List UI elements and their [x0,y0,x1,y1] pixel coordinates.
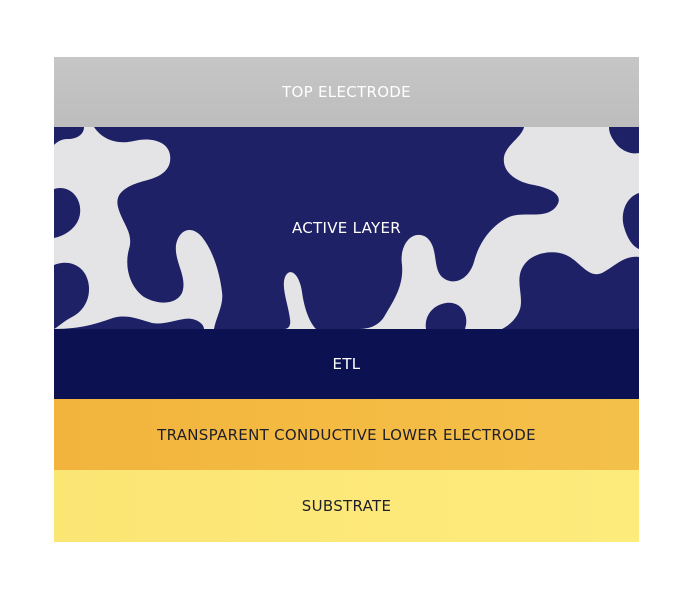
top-electrode-label: TOP ELECTRODE [282,83,411,101]
tcle-label: TRANSPARENT CONDUCTIVE LOWER ELECTRODE [157,425,536,444]
layer-stack-diagram: TOP ELECTRODE [54,57,639,542]
etl-label: ETL [332,355,361,373]
phase-separation-pattern [54,127,639,329]
etl-layer: ETL [54,329,639,399]
substrate-label: SUBSTRATE [301,497,392,515]
top-electrode-layer: TOP ELECTRODE [54,57,639,127]
active-layer: ACTIVE LAYER [54,127,639,329]
active-layer-label: ACTIVE LAYER [291,219,402,237]
transparent-conductive-lower-electrode-layer: TRANSPARENT CONDUCTIVE LOWER ELECTRODE [54,399,639,470]
substrate-layer: SUBSTRATE [54,470,639,542]
